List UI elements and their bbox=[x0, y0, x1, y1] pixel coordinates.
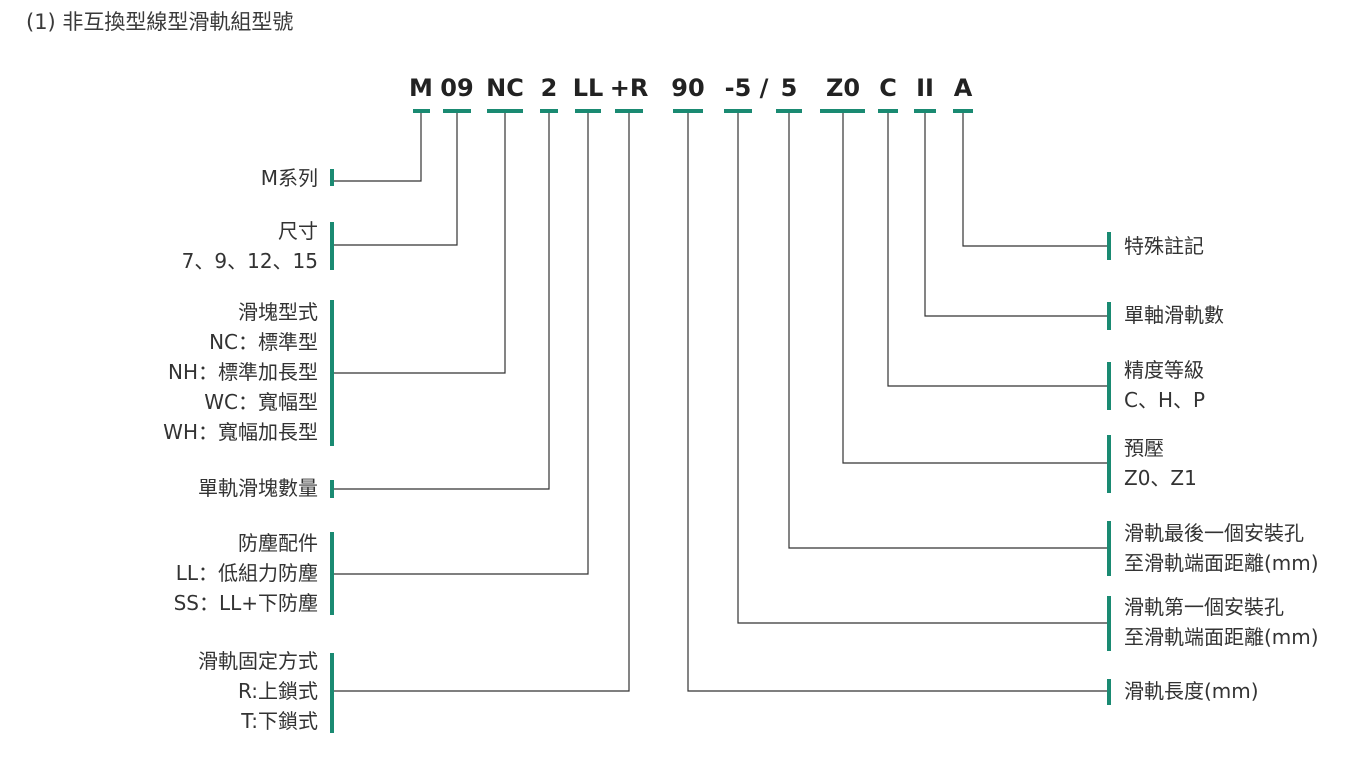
label-first-hole-line1: 滑軌第一個安裝孔 bbox=[1124, 595, 1284, 619]
bar-left-block-count bbox=[330, 480, 334, 498]
leader-rail-fixing bbox=[334, 113, 630, 692]
label-special-note-line: 特殊註記 bbox=[1124, 234, 1204, 258]
label-dust-seal-title: 防塵配件 bbox=[238, 531, 318, 555]
label-size: 尺寸 7、9、12、15 bbox=[182, 216, 318, 276]
code-last-hole: 5 bbox=[780, 74, 798, 102]
underline-special-note bbox=[953, 109, 973, 113]
label-size-values: 7、9、12、15 bbox=[181, 249, 318, 273]
accent-underlines bbox=[413, 109, 973, 113]
leader-rail-count bbox=[924, 113, 1107, 317]
label-series-line: M系列 bbox=[260, 166, 318, 190]
label-rail-fixing: 滑軌固定方式 R:上鎖式 T:下鎖式 bbox=[198, 646, 318, 736]
bar-left-size bbox=[330, 222, 334, 270]
label-rail-count-line: 單軸滑軌數 bbox=[1124, 303, 1224, 327]
code-accuracy: C bbox=[879, 74, 897, 102]
bar-right-special-note bbox=[1107, 232, 1111, 260]
leader-block-count bbox=[334, 113, 550, 490]
leader-block-type bbox=[334, 113, 506, 374]
leader-accuracy bbox=[887, 113, 1107, 387]
label-block-type-wc: WC：寬幅型 bbox=[204, 390, 318, 414]
diagram-title: (1) 非互換型線型滑軌組型號 bbox=[26, 10, 294, 34]
underline-rail-length bbox=[673, 109, 703, 113]
underline-dust-seal bbox=[575, 109, 601, 113]
code-rail-count: II bbox=[916, 74, 934, 102]
label-preload: 預壓 Z0、Z1 bbox=[1124, 433, 1197, 493]
bar-right-last-hole bbox=[1107, 521, 1111, 576]
label-last-hole-line1: 滑軌最後一個安裝孔 bbox=[1124, 521, 1304, 545]
code-series: M bbox=[409, 74, 433, 102]
bar-left-dust-seal bbox=[330, 532, 334, 615]
bar-left-series bbox=[330, 169, 334, 186]
label-series: M系列 bbox=[261, 163, 318, 193]
code-rail-fixing: +R bbox=[609, 74, 649, 102]
label-rail-fixing-t: T:下鎖式 bbox=[241, 709, 318, 733]
underline-block-count bbox=[540, 109, 558, 113]
underline-preload bbox=[820, 109, 865, 113]
label-rail-fixing-title: 滑軌固定方式 bbox=[198, 649, 318, 673]
leader-size bbox=[334, 113, 458, 246]
label-preload-title: 預壓 bbox=[1124, 436, 1164, 460]
underline-block-type bbox=[487, 109, 523, 113]
bar-right-accuracy bbox=[1107, 362, 1111, 410]
code-block-count: 2 bbox=[540, 74, 558, 102]
label-rail-length: 滑軌長度(mm) bbox=[1124, 676, 1259, 706]
label-rail-fixing-r: R:上鎖式 bbox=[237, 679, 318, 703]
label-dust-seal-ll: LL：低組力防塵 bbox=[175, 561, 318, 585]
label-block-type: 滑塊型式 NC：標準型 NH：標準加長型 WC：寬幅型 WH：寬幅加長型 bbox=[163, 297, 318, 447]
underline-accuracy bbox=[878, 109, 898, 113]
leader-series bbox=[334, 113, 422, 182]
label-block-type-nh: NH：標準加長型 bbox=[168, 360, 318, 384]
underline-size bbox=[443, 109, 471, 113]
label-accuracy: 精度等級 C、H、P bbox=[1124, 355, 1205, 415]
leader-special-note bbox=[962, 113, 1107, 247]
code-special-note: A bbox=[953, 74, 973, 102]
bar-right-preload bbox=[1107, 435, 1111, 493]
label-block-count-line: 單軌滑塊數量 bbox=[198, 476, 318, 500]
code-preload: Z0 bbox=[825, 74, 861, 102]
leader-preload bbox=[842, 113, 1107, 464]
code-dust-seal: LL bbox=[572, 74, 604, 102]
underline-last-hole bbox=[776, 109, 802, 113]
code-rail-length: 90 bbox=[671, 74, 705, 102]
leader-rail-length bbox=[687, 113, 1107, 692]
bar-left-block-type bbox=[330, 300, 334, 446]
label-block-count: 單軌滑塊數量 bbox=[198, 473, 318, 503]
label-special-note: 特殊註記 bbox=[1124, 231, 1204, 261]
label-dust-seal-ss: SS：LL+下防塵 bbox=[173, 591, 318, 615]
label-accuracy-values: C、H、P bbox=[1124, 388, 1206, 412]
code-size: 09 bbox=[440, 74, 474, 102]
label-accuracy-title: 精度等級 bbox=[1124, 358, 1204, 382]
code-first-hole: -5 bbox=[724, 74, 752, 102]
label-last-hole: 滑軌最後一個安裝孔 至滑軌端面距離(mm) bbox=[1124, 518, 1319, 578]
label-bars bbox=[330, 169, 1111, 733]
leader-dust-seal bbox=[334, 113, 589, 575]
label-size-title: 尺寸 bbox=[278, 219, 318, 243]
underline-rail-fixing bbox=[615, 109, 643, 113]
label-rail-length-line: 滑軌長度(mm) bbox=[1124, 679, 1259, 703]
bar-left-rail-fixing bbox=[330, 653, 334, 733]
label-dust-seal: 防塵配件 LL：低組力防塵 SS：LL+下防塵 bbox=[174, 528, 318, 618]
label-block-type-title: 滑塊型式 bbox=[238, 300, 318, 324]
code-block-type: NC bbox=[486, 74, 524, 102]
label-preload-values: Z0、Z1 bbox=[1124, 466, 1197, 490]
code-slash: / bbox=[759, 74, 769, 102]
label-last-hole-line2: 至滑軌端面距離(mm) bbox=[1124, 551, 1319, 575]
bar-right-first-hole bbox=[1107, 596, 1111, 651]
label-block-type-nc: NC：標準型 bbox=[209, 330, 318, 354]
label-first-hole: 滑軌第一個安裝孔 至滑軌端面距離(mm) bbox=[1124, 592, 1319, 652]
underline-series bbox=[413, 109, 430, 113]
label-block-type-wh: WH：寬幅加長型 bbox=[163, 420, 318, 444]
label-first-hole-line2: 至滑軌端面距離(mm) bbox=[1124, 625, 1319, 649]
leader-lines bbox=[334, 113, 1107, 692]
leader-last-hole bbox=[788, 113, 1107, 549]
underline-rail-count bbox=[914, 109, 936, 113]
underline-first-hole bbox=[724, 109, 752, 113]
bar-right-rail-length bbox=[1107, 679, 1111, 705]
bar-right-rail-count bbox=[1107, 302, 1111, 330]
leader-first-hole bbox=[737, 113, 1107, 624]
label-rail-count: 單軸滑軌數 bbox=[1124, 300, 1224, 330]
